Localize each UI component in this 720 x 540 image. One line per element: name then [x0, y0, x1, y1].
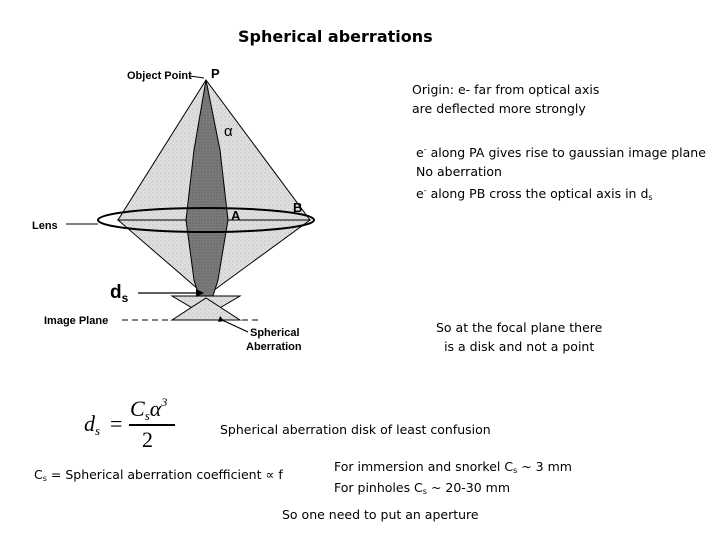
pb-line: e- along PB cross the optical axis in ds [416, 186, 653, 202]
formula-denominator: 2 [142, 427, 153, 452]
ds-label: ds [110, 282, 129, 305]
cs-definition: Cs = Spherical aberration coefficient ∝ … [34, 467, 283, 483]
alpha-label: α [224, 123, 233, 140]
formula-lhs: ds [84, 411, 101, 438]
image-plane-label: Image Plane [44, 315, 108, 327]
origin-line-2: are deflected more strongly [412, 101, 586, 116]
lens-ellipse [97, 207, 315, 233]
formula-fraction-bar [129, 424, 175, 426]
aperture-note: So one need to put an aperture [282, 507, 479, 522]
focal-note: So at the focal plane there is a disk an… [436, 318, 602, 356]
formula-equals: = [110, 411, 123, 436]
immersion-line: For immersion and snorkel Cs ~ 3 mm [334, 459, 572, 475]
focal-line-1: So at the focal plane there [436, 320, 603, 335]
no-aberration-line: No aberration [416, 164, 502, 179]
formula-numerator: Csα3 [130, 395, 168, 423]
pa-pb-note: e- along PA gives rise to gaussian image… [416, 140, 706, 207]
point-b-label: B [293, 200, 302, 215]
focal-line-2: is a disk and not a point [444, 339, 595, 354]
aberration-arrow-line [221, 319, 249, 333]
pa-line: e- along PA gives rise to gaussian image… [416, 145, 706, 160]
pinholes-line: For pinholes Cs ~ 20-30 mm [334, 480, 511, 496]
origin-note: Origin: e- far from optical axis are def… [412, 80, 599, 118]
origin-line-1: Origin: e- far from optical axis [412, 82, 600, 97]
lens-label: Lens [32, 220, 58, 232]
point-a-label: A [231, 208, 241, 223]
ds-arrow-head [196, 289, 204, 297]
page-title: Spherical aberrations [238, 27, 433, 46]
cs-values-note: For immersion and snorkel Cs ~ 3 mm For … [334, 458, 572, 500]
disk-note: Spherical aberration disk of least confu… [220, 422, 491, 437]
ds-formula: ds = Csα3 2 [84, 395, 194, 455]
aberration-arrow-head [218, 316, 224, 322]
point-p-label: P [211, 66, 220, 81]
spherical-label: Spherical [250, 327, 300, 339]
object-point-line [189, 75, 205, 79]
aberration-label: Aberration [246, 341, 302, 353]
object-point-label: Object Point [127, 70, 192, 82]
